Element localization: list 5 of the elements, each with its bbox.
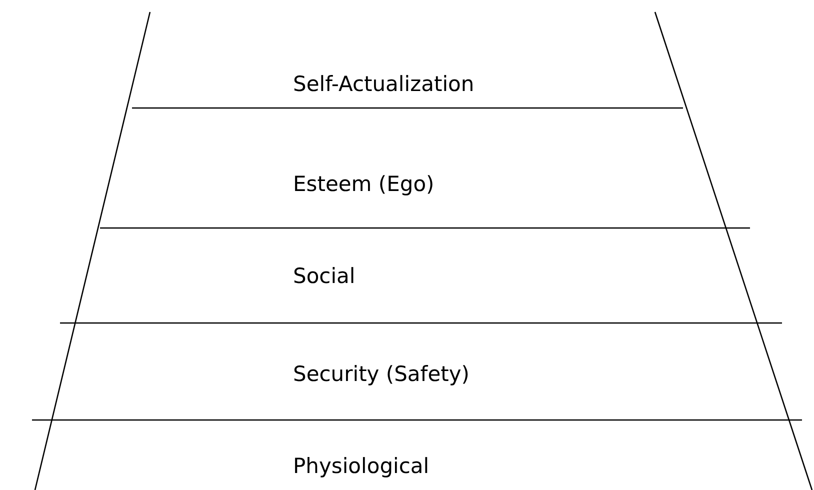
level-label: Security (Safety) xyxy=(293,364,470,385)
level-label: Social xyxy=(293,266,356,287)
level-label: Physiological xyxy=(293,456,430,477)
level-label: Esteem (Ego) xyxy=(293,174,434,195)
level-label: Self-Actualization xyxy=(293,74,474,95)
